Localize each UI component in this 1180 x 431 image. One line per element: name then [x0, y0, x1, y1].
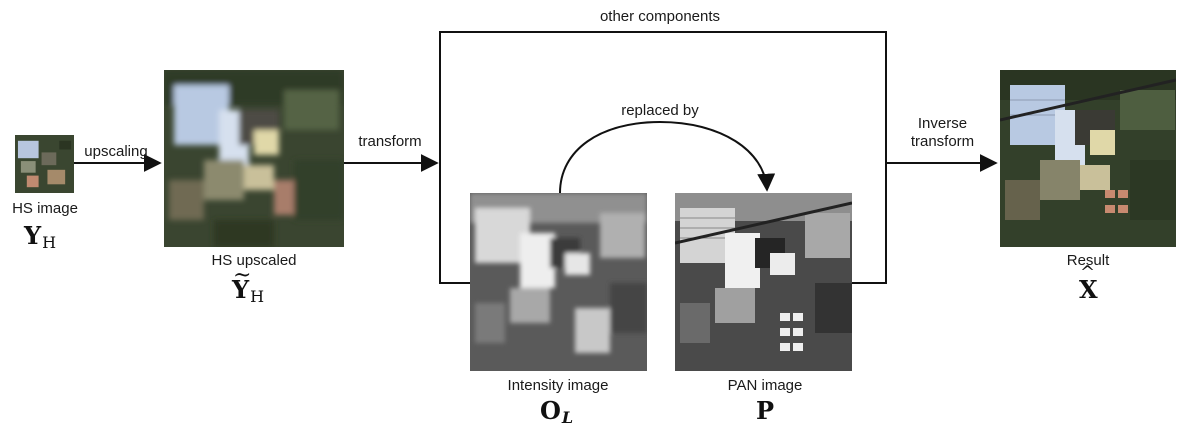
result-symbol: X: [1079, 275, 1098, 304]
pan-image-label: PAN image: [727, 377, 803, 394]
hs-upscaled-symbol: YH: [232, 275, 265, 307]
pan-symbol: P: [756, 396, 775, 425]
hs-image-thumbnail: [15, 135, 74, 193]
transform-label: transform: [358, 133, 422, 150]
hs-image-label: HS image: [12, 200, 78, 217]
result-label: Result: [1066, 252, 1110, 269]
intensity-symbol: OL: [540, 396, 574, 428]
intensity-image-label: Intensity image: [507, 377, 609, 394]
tilde-mark: ~: [233, 263, 252, 288]
inverse-transform-label: Inverse transform: [910, 115, 975, 150]
hs-upscaled-image: [164, 70, 344, 247]
pan-image: [675, 193, 852, 371]
transform-bracket: [439, 31, 887, 284]
upscaling-label: upscaling: [84, 143, 148, 160]
hat-mark: ^: [1080, 262, 1096, 283]
replaced-by-label: replaced by: [621, 102, 699, 119]
hs-upscaled-label: HS upscaled: [211, 252, 297, 269]
intensity-image: [470, 193, 647, 371]
result-image: [1000, 70, 1176, 247]
other-components-label: other components: [599, 8, 721, 25]
replaced-by-arrow: [559, 120, 776, 194]
hs-image-symbol: YH: [24, 221, 57, 253]
